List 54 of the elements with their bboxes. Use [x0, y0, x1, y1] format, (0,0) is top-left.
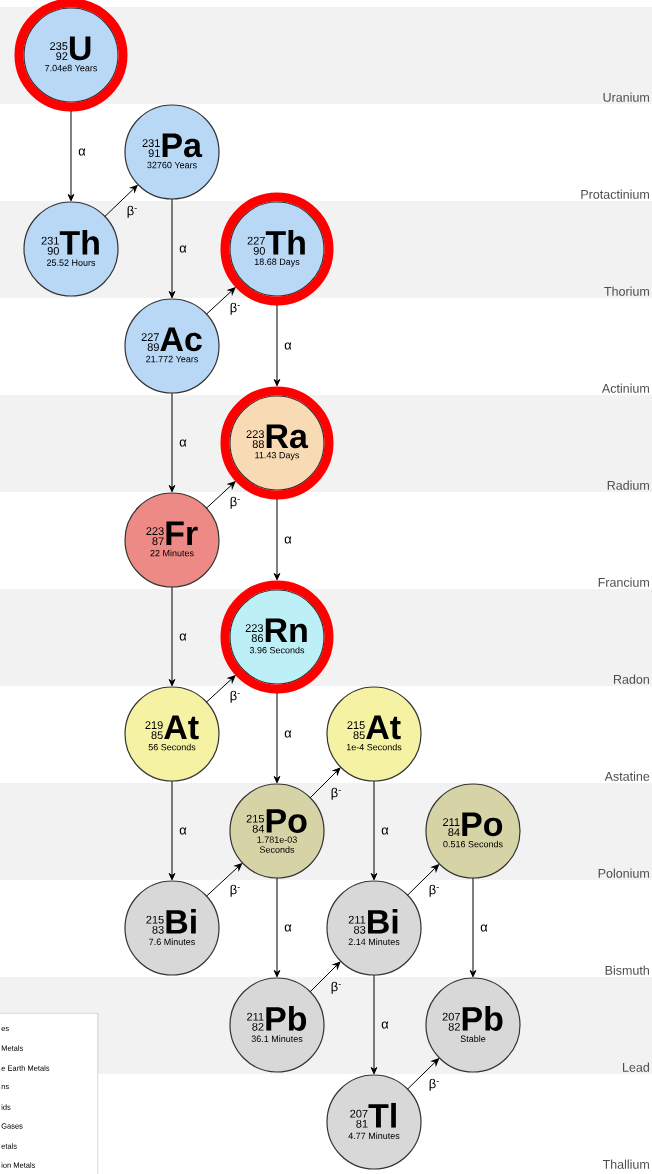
arrow — [273, 304, 281, 387]
arrow — [273, 498, 281, 581]
edge-label: α — [179, 245, 187, 253]
edge-label: β$^{-}$ — [230, 302, 240, 315]
edge-label: β$^{-}$ — [230, 690, 240, 703]
row-name: Thorium — [604, 286, 649, 296]
arrow — [273, 692, 281, 784]
arrow — [370, 780, 378, 881]
edge-label: α — [381, 827, 389, 835]
arrow — [407, 864, 440, 896]
edge-label: β$^{-}$ — [230, 884, 240, 897]
row-name: Lead — [623, 1062, 649, 1072]
edge-label: β$^{-}$ — [429, 1078, 439, 1091]
edge-label: α — [179, 827, 187, 835]
arrow — [104, 184, 138, 217]
arrow — [309, 767, 341, 799]
arrow — [273, 877, 281, 978]
row-name: Radon — [614, 674, 649, 684]
edge-label: α — [480, 924, 488, 932]
edge-label: β$^{-}$ — [331, 787, 341, 800]
edge-label: β$^{-}$ — [127, 205, 137, 218]
row-name: Polonium — [598, 868, 649, 878]
arrow — [67, 110, 75, 202]
arrow — [206, 863, 243, 897]
arrow — [370, 974, 378, 1075]
arrow — [168, 586, 176, 687]
row-name: Francium — [598, 577, 649, 587]
edge-label: α — [381, 1021, 389, 1029]
edge-label: α — [284, 924, 292, 932]
edge-label: α — [284, 730, 292, 738]
arrow — [407, 1058, 440, 1090]
row-name: Astatine — [604, 771, 650, 781]
edge-label: α — [179, 633, 187, 641]
arrow — [469, 877, 477, 978]
row-name: Thallium — [602, 1159, 649, 1169]
arrow — [168, 392, 176, 493]
arrow — [206, 481, 236, 509]
arrow — [309, 961, 341, 993]
row-name: Protactinium — [581, 189, 649, 199]
arrow — [206, 675, 236, 703]
row-name: Actinium — [601, 383, 649, 393]
edge-label: α — [179, 439, 187, 447]
row-name: Uranium — [603, 92, 649, 102]
arrow — [168, 780, 176, 881]
edge-label: β$^{-}$ — [331, 981, 341, 994]
edge-label: α — [284, 536, 292, 544]
row-name: Radium — [607, 480, 649, 490]
edge-label: α — [78, 148, 86, 156]
edge-label: β$^{-}$ — [230, 496, 240, 509]
edge-label: α — [284, 342, 292, 350]
row-name: Bismuth — [605, 965, 649, 975]
edge-label: β$^{-}$ — [429, 884, 439, 897]
arrow — [168, 198, 176, 299]
arrow — [206, 287, 236, 315]
